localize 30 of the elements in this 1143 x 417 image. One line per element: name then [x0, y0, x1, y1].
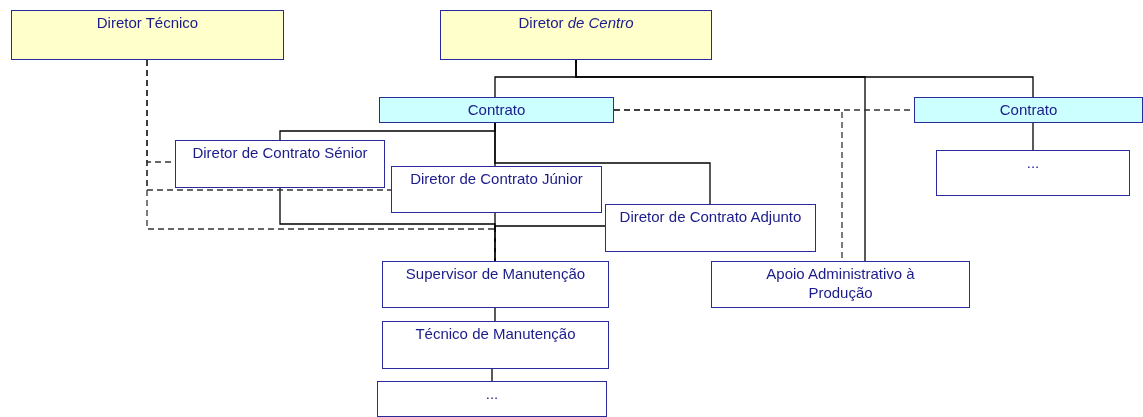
role-title: ... [1026, 153, 1040, 172]
org-box [382, 321, 609, 369]
role-title: Apoio Administrativo à Produção [765, 264, 916, 302]
connector-line [491, 368, 493, 382]
role-title: Diretor de Contrato Júnior [410, 169, 583, 188]
role-title: Diretor de Contrato Sénior [192, 143, 368, 162]
org-box [11, 10, 284, 60]
role-title: Diretor de Contrato Adjunto [619, 207, 802, 226]
connector-line [494, 307, 496, 322]
org-box [605, 204, 816, 252]
org-box [914, 97, 1143, 123]
org-box [440, 10, 712, 60]
org-box [175, 140, 385, 188]
connector-line [1032, 122, 1034, 151]
org-box [382, 261, 609, 308]
role-title: Diretor de Centro [518, 13, 634, 32]
connector-line [494, 122, 711, 205]
org-box [377, 381, 607, 417]
role-title: Técnico de Manutenção [415, 324, 576, 343]
role-title: Contrato [999, 100, 1058, 119]
connector-line [575, 59, 866, 262]
role-title: Supervisor de Manutenção [405, 264, 586, 283]
org-box [936, 150, 1130, 196]
org-box [711, 261, 970, 308]
role-title: Contrato [467, 100, 526, 119]
org-box [391, 166, 602, 213]
role-title: Diretor Técnico [96, 13, 199, 32]
role-title: ... [485, 384, 499, 403]
connector-line [494, 225, 606, 262]
org-box [379, 97, 614, 123]
